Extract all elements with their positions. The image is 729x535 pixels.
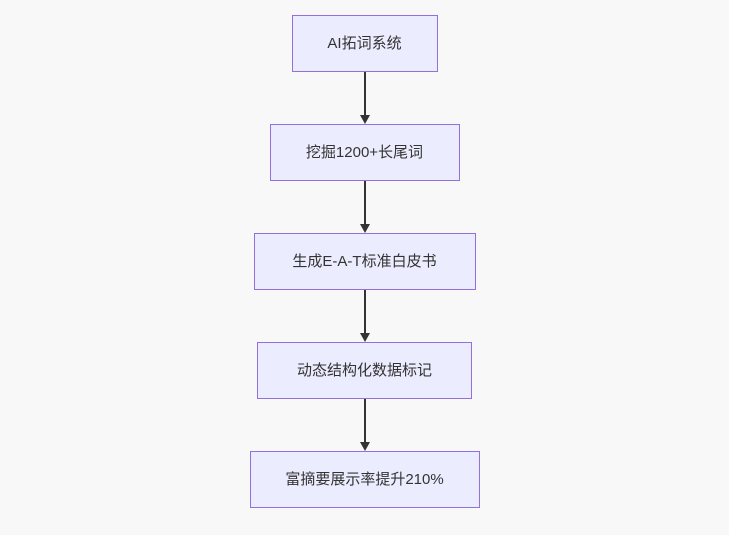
flow-node-label: AI拓词系统 — [327, 34, 402, 52]
flow-node-eat-whitepaper: 生成E-A-T标准白皮书 — [253, 233, 476, 290]
arrow-shaft — [363, 399, 366, 442]
flow-node-label: 动态结构化数据标记 — [296, 361, 432, 379]
arrowhead-icon — [359, 115, 370, 124]
flowchart: AI拓词系统 挖掘1200+长尾词 生成E-A-T标准白皮书 动态结构化数据标记 — [0, 15, 729, 508]
arrow-down-4 — [359, 399, 370, 451]
flow-node-structured-data: 动态结构化数据标记 — [257, 342, 472, 399]
arrow-down-3 — [359, 290, 370, 342]
flow-node-label: 挖掘1200+长尾词 — [305, 143, 424, 161]
flow-node-label: 富摘要展示率提升210% — [285, 470, 444, 488]
arrowhead-icon — [359, 442, 370, 451]
arrow-shaft — [363, 290, 366, 333]
arrow-down-2 — [359, 181, 370, 233]
flow-node-ai-word-system: AI拓词系统 — [291, 15, 438, 72]
flow-node-label: 生成E-A-T标准白皮书 — [292, 252, 437, 270]
flow-node-longtail-mining: 挖掘1200+长尾词 — [269, 124, 460, 181]
arrow-shaft — [363, 181, 366, 224]
arrowhead-icon — [359, 333, 370, 342]
flow-node-rich-snippet-result: 富摘要展示率提升210% — [249, 451, 480, 508]
arrow-down-1 — [359, 72, 370, 124]
arrowhead-icon — [359, 224, 370, 233]
arrow-shaft — [363, 72, 366, 115]
